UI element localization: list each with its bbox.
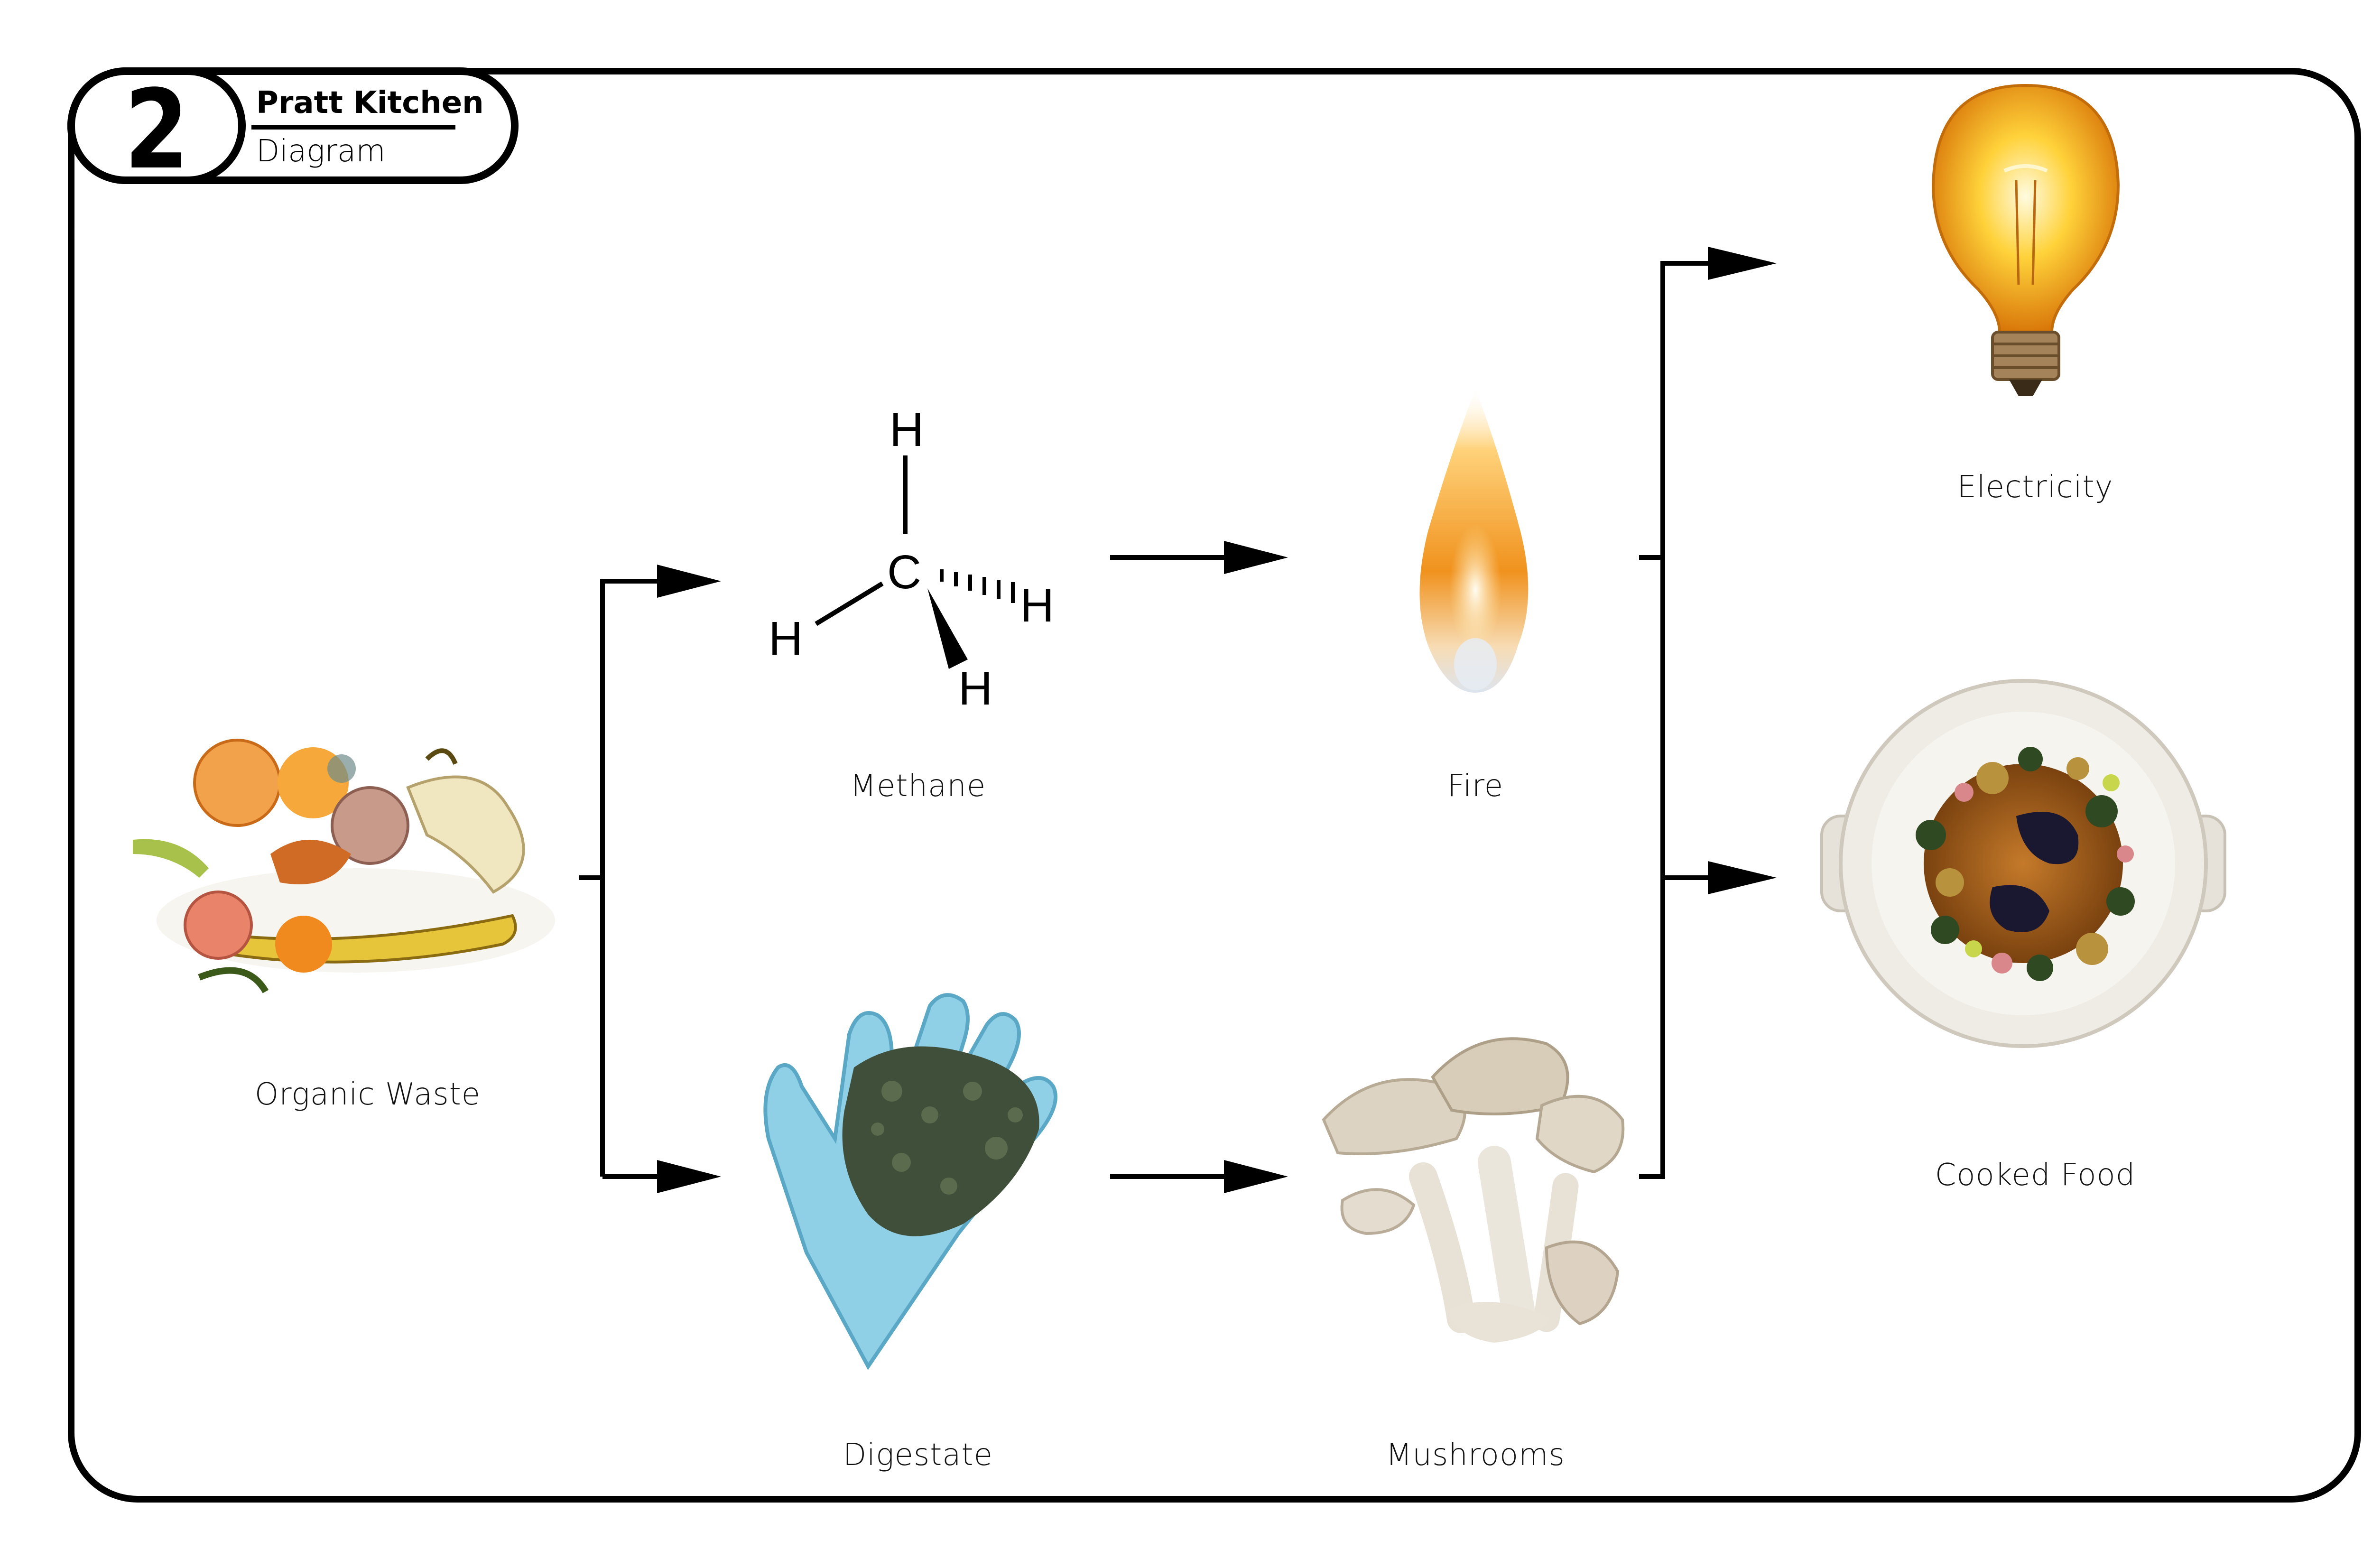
organic-waste-image: [133, 739, 555, 993]
title-badge: [67, 67, 519, 184]
methane-carbon: C: [887, 546, 921, 599]
methane-hydrogen-bottom: H: [958, 662, 992, 715]
arrow-to-mushrooms: [1110, 1160, 1288, 1193]
label-electricity: Electricity: [1957, 470, 2113, 505]
arrow-to-cooked-food: [1708, 861, 1777, 894]
cooked-food-image: [1820, 679, 2226, 1048]
electricity-image: [1931, 84, 2120, 396]
arrow-to-methane: [657, 565, 721, 598]
mushrooms-image: [1322, 1037, 1625, 1343]
diagram-frame: [68, 68, 2361, 1503]
label-cooked-food: Cooked Food: [1935, 1158, 2136, 1193]
badge-subtitle: Diagram: [256, 134, 386, 169]
fire-image: [1419, 389, 1529, 693]
methane-molecule: C H H H H: [769, 403, 1054, 715]
methane-hydrogen-left: H: [769, 612, 803, 665]
label-organic-waste: Organic Waste: [254, 1077, 481, 1112]
arrow-to-fire: [1110, 541, 1288, 574]
label-methane: Methane: [850, 769, 986, 804]
flow-connectors: [579, 261, 1708, 1179]
arrow-to-electricity: [1708, 247, 1777, 280]
arrow-to-digestate: [657, 1160, 721, 1193]
label-mushrooms: Mushrooms: [1386, 1438, 1565, 1473]
flow-arrows: [657, 247, 1777, 1193]
badge-title: Pratt Kitchen: [256, 85, 484, 121]
methane-hydrogen-top: H: [890, 403, 924, 456]
label-fire: Fire: [1447, 769, 1504, 804]
methane-hydrogen-right: H: [1020, 579, 1054, 632]
label-digestate: Digestate: [843, 1438, 993, 1473]
digestate-image: [763, 993, 1057, 1370]
badge-number: 2: [124, 67, 189, 194]
